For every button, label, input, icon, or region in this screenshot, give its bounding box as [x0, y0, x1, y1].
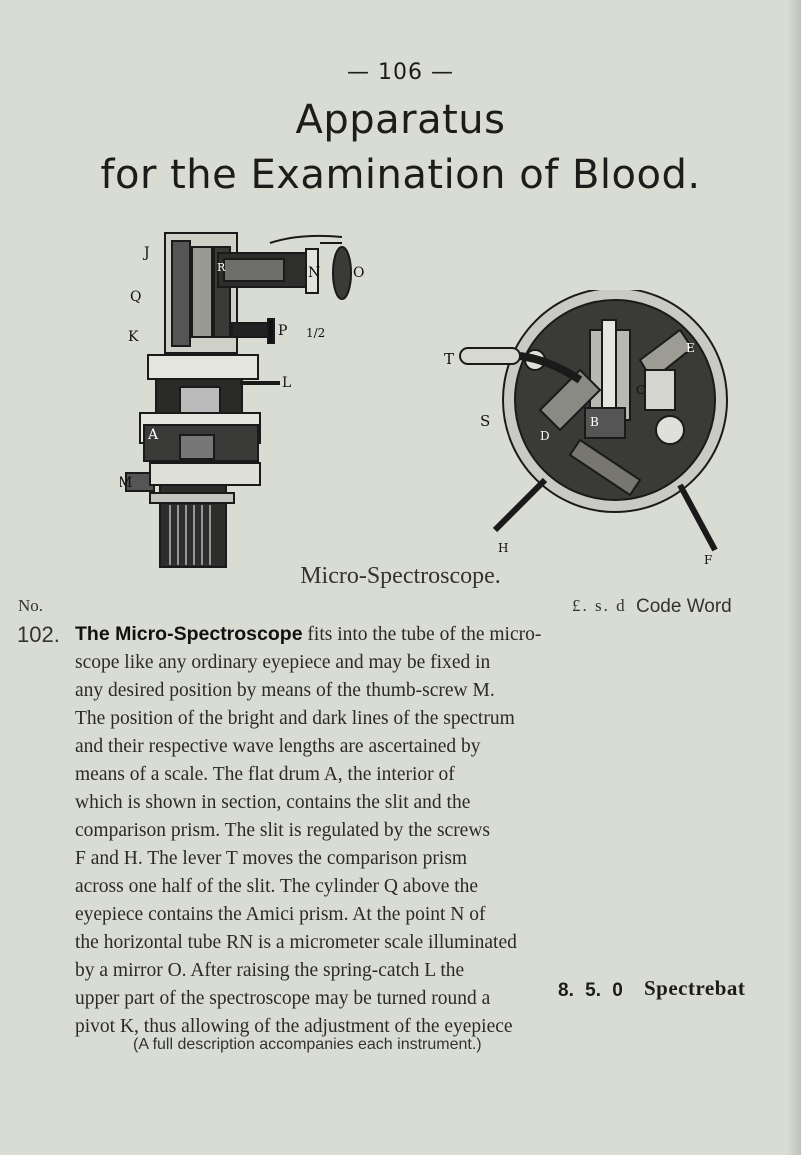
description-line: eyepiece contains the Amici prism. At th…: [75, 904, 486, 925]
label-t: T: [444, 350, 454, 368]
description-line: across one half of the slit. The cylinde…: [75, 876, 479, 897]
page-number: — 106 —: [347, 60, 454, 85]
figure-caption: Micro-Spectroscope.: [300, 563, 501, 589]
label-j: J: [142, 245, 150, 261]
item-description: The Micro-Spectroscope fits into the tub…: [75, 620, 605, 1041]
label-s: S: [480, 412, 490, 430]
column-header-price: £. s. d: [572, 596, 627, 615]
label-b: B: [590, 415, 599, 429]
page-subtitle: for the Examination of Blood.: [100, 152, 701, 198]
page-title: Apparatus: [295, 97, 506, 143]
label-e: E: [686, 341, 695, 355]
description-line: The Micro-Spectroscope fits into the tub…: [75, 623, 542, 645]
page-edge: [787, 0, 801, 1155]
label-f: F: [704, 553, 712, 567]
column-header-no: No.: [18, 596, 44, 615]
spectroscope-section-illustration: J Q K M A R N O P 1/2 L: [120, 232, 364, 568]
description-line: comparison prism. The slit is regulated …: [75, 820, 491, 841]
description-line: which is shown in section, contains the …: [75, 792, 471, 813]
label-d: D: [540, 429, 550, 443]
label-half: 1/2: [306, 326, 325, 340]
description-line: means of a scale. The flat drum A, the i…: [75, 764, 455, 785]
description-line: The position of the bright and dark line…: [75, 708, 515, 729]
label-p: P: [278, 323, 287, 339]
label-n: N: [308, 265, 320, 281]
drum-interior-illustration: T S E C B D H F: [444, 290, 728, 567]
description-line: pivot K, thus allowing of the adjustment…: [75, 1016, 513, 1037]
description-line: scope like any ordinary eyepiece and may…: [75, 652, 491, 673]
item-price: 8. 5. 0: [558, 980, 623, 1001]
footnote: (A full description accompanies each ins…: [133, 1036, 482, 1053]
label-r: R: [217, 261, 226, 274]
description-line: any desired position by means of the thu…: [75, 680, 495, 701]
label-q: Q: [130, 289, 141, 305]
description-line: F and H. The lever T moves the compariso…: [75, 848, 468, 869]
label-o: O: [353, 265, 364, 281]
column-header-code-word: Code Word: [636, 596, 732, 617]
description-line: upper part of the spectroscope may be tu…: [75, 988, 491, 1009]
label-k: K: [128, 329, 139, 345]
description-line: and their respective wave lengths are as…: [75, 736, 481, 757]
item-code-word: Spectrebat: [644, 976, 746, 1000]
item-number: 102.: [17, 622, 60, 647]
description-line: the horizontal tube RN is a micrometer s…: [75, 932, 517, 953]
label-m: M: [120, 475, 132, 491]
label-l: L: [282, 375, 291, 391]
item-lead: The Micro-Spectroscope: [75, 623, 303, 645]
label-c: C: [636, 383, 645, 397]
description-line: by a mirror O. After raising the spring-…: [75, 960, 465, 981]
label-h: H: [498, 541, 508, 555]
label-a: A: [147, 427, 159, 443]
